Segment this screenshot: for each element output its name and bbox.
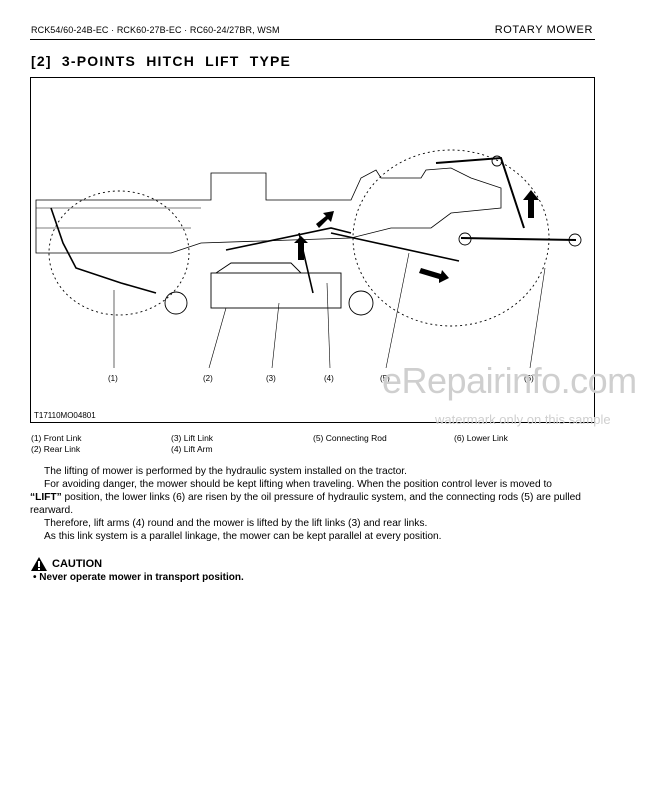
lift-arm [225, 227, 352, 251]
paragraph-2b-text: position, the lower links (6) are risen … [30, 492, 581, 516]
front-wheel-outline [48, 190, 190, 316]
callout-5: (5) [380, 374, 390, 383]
legend-item: (2) Rear Link [31, 444, 81, 454]
hitch-diagram-figure: (1) (2) (3) (4) (5) (6) T17110MO04801 [30, 77, 595, 423]
warning-triangle-icon [31, 557, 47, 571]
arrow-rearward [419, 268, 449, 283]
caution-label: CAUTION [52, 558, 103, 570]
curved-arrow-lift-arm [316, 211, 334, 228]
mower-deck [210, 272, 342, 309]
connecting-rod [330, 232, 460, 262]
legend-item: (4) Lift Arm [171, 444, 213, 454]
front-gauge-wheel [164, 291, 188, 315]
legend-item: (6) Lower Link [454, 433, 508, 443]
up-arrow-lift [294, 236, 308, 260]
callout-3: (3) [266, 374, 276, 383]
header-rule [30, 39, 595, 40]
caution-heading: CAUTION [30, 556, 102, 572]
paragraph-3: Therefore, lift arms (4) round and the m… [44, 518, 428, 529]
callout-4: (4) [324, 374, 334, 383]
section-title: [2] 3-POINTS HITCH LIFT TYPE [31, 53, 292, 69]
legend-item: (5) Connecting Rod [313, 433, 387, 443]
header-models: RCK54/60-24B-EC · RCK60-27B-EC · RC60-24… [31, 25, 280, 35]
caution-bullet: • Never operate mower in transport posit… [33, 572, 244, 583]
hitch-diagram [35, 149, 582, 369]
rear-gauge-wheel [348, 290, 374, 316]
callout-2: (2) [203, 374, 213, 383]
paragraph-2b: “LIFT” position, the lower links (6) are… [30, 491, 595, 517]
legend-col-1: (1) Front Link (2) Rear Link [31, 433, 82, 455]
paragraph-1: The lifting of mower is performed by the… [44, 466, 407, 477]
legend-item: (3) Lift Link [171, 433, 214, 443]
figure-id: T17110MO04801 [34, 411, 96, 420]
legend-col-3: (5) Connecting Rod [313, 433, 387, 444]
rear-wheel-outline [352, 149, 550, 327]
watermark-text: eRepairinfo.com [382, 360, 637, 401]
callout-1: (1) [108, 374, 118, 383]
front-link [50, 207, 157, 294]
lift-keyword: “LIFT” [30, 492, 62, 503]
paragraph-2a: For avoiding danger, the mower should be… [44, 479, 552, 490]
legend-col-4: (6) Lower Link [454, 433, 508, 444]
header-section: ROTARY MOWER [494, 24, 593, 36]
watermark-subtext: watermark only on this sample [435, 412, 611, 427]
lower-link [460, 237, 577, 241]
tractor-body-outline [35, 167, 502, 254]
legend-item: (1) Front Link [31, 433, 82, 443]
legend-col-2: (3) Lift Link (4) Lift Arm [171, 433, 213, 455]
up-arrow-lower-link [523, 190, 539, 218]
callout-6: (6) [524, 374, 534, 383]
motion-arrows [294, 190, 539, 283]
paragraph-4: As this link system is a parallel linkag… [44, 531, 442, 542]
body-text: The lifting of mower is performed by the… [30, 465, 595, 543]
